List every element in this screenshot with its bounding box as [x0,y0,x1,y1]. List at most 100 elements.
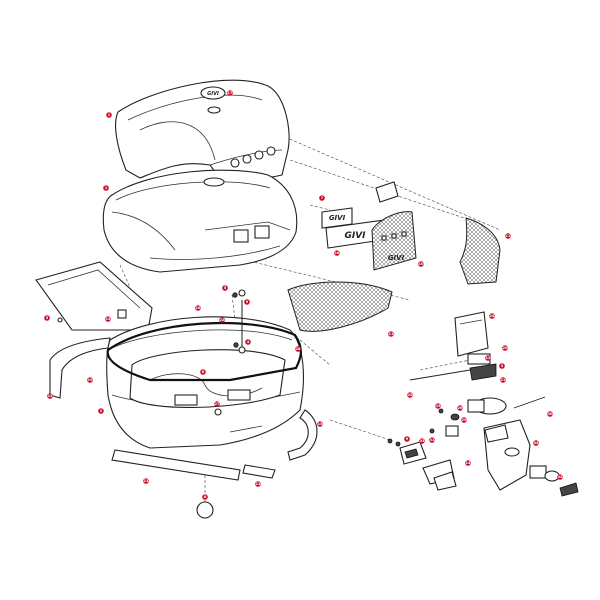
callout-marker: 15 [105,316,111,322]
svg-text:7: 7 [321,196,324,200]
svg-text:5: 5 [46,316,49,320]
callout-marker: 4 [245,339,251,345]
callout-marker: 12 [485,355,491,361]
callout-marker: 10 [418,261,424,267]
svg-text:21: 21 [500,378,506,382]
svg-text:26: 26 [457,406,463,410]
mesh-reflector [287,281,393,332]
hinge-parts [387,438,457,491]
callout-marker: 9 [244,299,250,305]
svg-text:22: 22 [219,318,225,322]
svg-text:5: 5 [224,286,227,290]
upper-shell [102,169,298,273]
svg-text:1: 1 [105,186,108,190]
svg-text:2: 2 [100,409,103,413]
screw-assembly [214,289,246,416]
callout-marker: 11 [505,233,511,239]
callout-marker: 2 [98,408,104,414]
callout-marker: 13 [255,481,261,487]
svg-text:3: 3 [501,364,504,368]
svg-text:16: 16 [195,306,201,310]
svg-text:11: 11 [388,332,394,336]
svg-text:14: 14 [465,461,471,465]
svg-text:15: 15 [105,317,111,321]
svg-text:13: 13 [317,422,323,426]
base-plate [35,261,153,331]
logo-plate: GIVI GIVI [321,181,399,249]
svg-text:17: 17 [227,91,233,95]
callout-marker: 17 [227,90,233,96]
svg-text:18: 18 [334,251,340,255]
grommet [196,501,214,519]
svg-text:13: 13 [47,394,53,398]
svg-text:33: 33 [419,439,425,443]
callout-marker: 7 [319,195,325,201]
mesh-logo: GIVI [388,254,405,262]
callouts: 1 17 1 7 18 11 10 5 15 16 22 9 5 4 11 24… [44,90,563,500]
svg-text:34: 34 [533,441,539,445]
callout-marker: 30 [547,411,553,417]
svg-text:6: 6 [202,370,205,374]
svg-text:25: 25 [407,393,413,397]
callout-marker: 14 [465,460,471,466]
callout-marker: 19 [87,377,93,383]
callout-marker: 16 [195,305,201,311]
callout-marker: 11 [388,331,394,337]
callout-marker: 9 [404,436,410,442]
callout-marker: 21 [500,377,506,383]
gasket-seal [106,321,302,382]
svg-text:29: 29 [461,418,467,422]
callout-marker: 13 [47,393,53,399]
callout-marker: 28 [295,346,301,352]
svg-text:4: 4 [247,340,250,344]
callout-marker: 29 [461,417,467,423]
svg-text:23: 23 [435,404,441,408]
callout-marker: 3 [499,363,505,369]
callout-marker: 13 [143,478,149,484]
callout-marker: 24 [489,313,495,319]
callout-marker: 8 [202,494,208,500]
svg-text:19: 19 [87,378,93,382]
lock-assembly [409,311,579,497]
lid-logo: GIVI [207,91,219,97]
svg-text:8: 8 [204,495,207,499]
callout-marker: 27 [214,401,220,407]
svg-text:20: 20 [502,346,508,350]
reflector-strips [49,337,318,481]
plate-logo-2: GIVI [344,231,366,241]
callout-marker: 34 [533,440,539,446]
svg-text:9: 9 [406,437,409,441]
callout-marker: 5 [222,285,228,291]
callout-marker: 1 [106,112,112,118]
front-mesh-panel [371,211,417,271]
svg-text:28: 28 [295,347,301,351]
svg-text:24: 24 [489,314,495,318]
callout-marker: 5 [44,315,50,321]
plate-logo-1: GIVI [329,214,346,222]
callout-marker: 22 [219,317,225,323]
svg-text:10: 10 [418,262,424,266]
svg-text:31: 31 [429,438,435,442]
lower-base [106,316,304,449]
svg-text:32: 32 [557,475,563,479]
svg-text:13: 13 [143,479,149,483]
callout-marker: 23 [435,403,441,409]
callout-marker: 13 [317,421,323,427]
svg-text:27: 27 [214,402,220,406]
callout-marker: 20 [502,345,508,351]
callout-marker: 26 [457,405,463,411]
svg-text:9: 9 [246,300,249,304]
callout-marker: 32 [557,474,563,480]
callout-marker: 18 [334,250,340,256]
side-mesh-panel [459,217,501,285]
svg-text:12: 12 [485,356,491,360]
svg-text:13: 13 [255,482,261,486]
callout-marker: 25 [407,392,413,398]
callout-marker: 33 [419,438,425,444]
svg-text:1: 1 [108,113,111,117]
callout-marker: 1 [103,185,109,191]
svg-text:11: 11 [505,234,511,238]
lid-cover: GIVI [115,79,290,186]
